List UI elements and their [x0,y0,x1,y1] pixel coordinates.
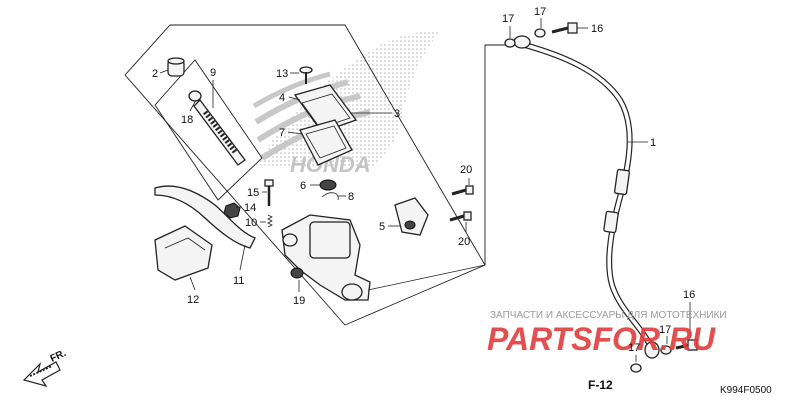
callout-20-upper: 20 [460,164,472,176]
callout-17-top-left: 17 [502,13,514,25]
part-6-float [319,179,337,191]
part-19-cap [290,267,304,279]
master-cylinder-assembly-box [124,24,486,326]
callout-9: 9 [210,67,216,79]
master-cylinder-body [281,214,371,301]
part-17-washer-bottom-left [630,363,642,373]
part-17-washer-top-left [504,38,516,48]
callout-8: 8 [348,191,354,203]
callout-18: 18 [181,114,193,126]
part-17-washer-bottom-right [660,345,672,355]
diagram-code: K994F0500 [720,385,772,396]
callout-11: 11 [233,275,244,287]
watermark-logo: PARTSFOR.RU [487,321,716,357]
callout-2: 2 [152,68,158,80]
piston-set-box [154,59,263,201]
part-8-clip [321,192,339,201]
callout-1: 1 [650,137,656,149]
callout-12: 12 [187,294,199,306]
part-5-holder [394,197,429,236]
part-9-piston-set [188,90,246,166]
part-17-washer-top-right [534,28,546,38]
callout-10: 10 [245,217,257,229]
callout-20-lower: 20 [458,236,470,248]
part-15-pivot-bolt [264,179,274,206]
section-reference: F-12 [588,378,613,392]
callout-16-bottom: 16 [683,289,695,301]
part-20-bolt-lower [449,211,472,222]
front-direction-arrow [22,361,61,388]
honda-wing-watermark: HONDA [252,31,440,177]
part-16-bolt-top [551,22,578,34]
callout-17-bottom-right: 17 [659,324,671,336]
callout-15: 15 [247,187,259,199]
part-4-reservoir-cap [293,84,358,133]
callout-7: 7 [279,127,285,139]
callout-16-top: 16 [591,23,603,35]
part-1-brake-hose [513,35,660,359]
callout-19: 19 [293,295,305,307]
part-2-cap [167,57,185,77]
hose-bracket-line [484,44,505,265]
callout-17-top-right: 17 [534,6,546,18]
part-13-screw [299,66,313,84]
watermark-caption: ЗАПЧАСТИ И АКСЕССУАРЫ ДЛЯ МОТОТЕХНИКИ [490,310,727,321]
part-11-brake-lever [154,185,256,249]
part-16-bolt-bottom [675,339,698,351]
part-20-bolt-upper [451,185,474,196]
callout-6: 6 [300,180,306,192]
callout-3: 3 [394,108,400,120]
callout-14: 14 [244,202,256,214]
callout-13: 13 [276,68,288,80]
part-7-diaphragm [299,119,353,166]
callout-5: 5 [379,221,385,233]
part-10-spring [267,214,273,228]
direction-label: FR. [49,348,68,365]
callout-17-bottom-left: 17 [628,342,640,354]
part-12-lever-cover [154,225,213,281]
callout-4: 4 [279,92,285,104]
